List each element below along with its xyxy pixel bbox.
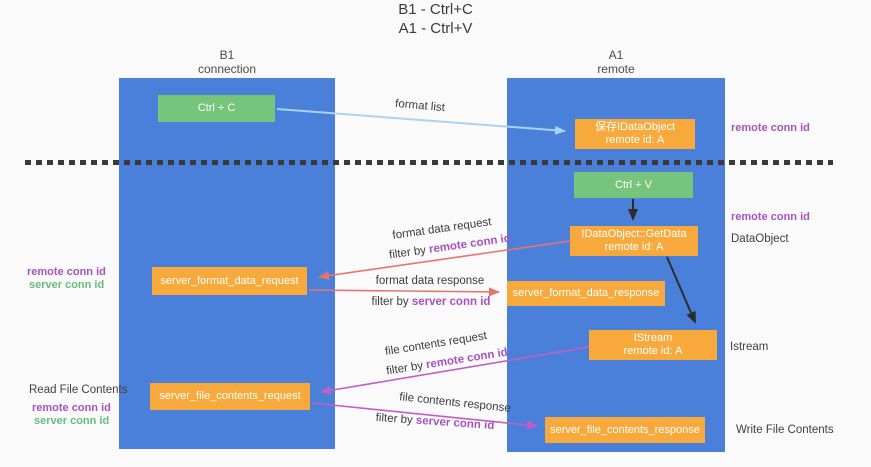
right-remote-conn-id-2: remote conn id	[731, 211, 810, 223]
server-file-contents-response-node: server_file_contents_response	[545, 417, 705, 443]
getdata-line2: remote id: A	[604, 241, 664, 253]
filter-prefix-1: filter by	[388, 243, 430, 262]
diagram-title: B1 - Ctrl+C A1 - Ctrl+V	[0, 0, 871, 38]
istream-side-label: Istream	[730, 341, 769, 353]
ctrl-v-label: Ctrl + V	[615, 178, 652, 191]
save-idataobject-line2: remote id: A	[605, 134, 665, 146]
istream-node: IStream remote id: A	[589, 330, 717, 360]
save-idataobject-line1: 保存IDataObject	[594, 121, 676, 133]
filter-by-server-conn-id-label-2: filter by server conn id	[370, 411, 501, 432]
left-remote-conn-id-1: remote conn id	[27, 266, 106, 278]
read-file-contents-label: Read File Contents	[29, 384, 128, 396]
filter-prefix-4: filter by	[375, 411, 417, 427]
filter-highlight-3: remote conn id	[425, 346, 509, 372]
left-server-conn-id-1: server conn id	[29, 279, 105, 291]
left-remote-conn-id-2: remote conn id	[32, 402, 111, 414]
title-line-b1: B1 - Ctrl+C	[398, 1, 473, 18]
server-format-data-request-node: server_format_data_request	[152, 267, 307, 295]
right-remote-conn-id-1: remote conn id	[731, 122, 810, 134]
getdata-node: IDataObject::GetData remote id: A	[570, 226, 698, 256]
server-format-data-response-node: server_format_data_response	[507, 281, 665, 306]
left-column-subtitle: connection	[197, 62, 257, 76]
format-data-response-arrow	[308, 287, 500, 297]
server-format-data-request-label: server_format_data_request	[160, 274, 299, 287]
write-file-contents-label: Write File Contents	[736, 424, 834, 436]
dataobject-label: DataObject	[731, 233, 789, 245]
ctrl-c-node: Ctrl + C	[158, 95, 275, 122]
left-server-conn-id-2: server conn id	[34, 415, 110, 427]
getdata-line1: IDataObject::GetData	[581, 228, 687, 240]
filter-highlight-1: remote conn id	[428, 232, 512, 256]
save-idataobject-node: 保存IDataObject remote id: A	[575, 119, 695, 149]
server-file-contents-request-node: server_file_contents_request	[150, 383, 310, 410]
file-contents-response-label: file contents response	[398, 391, 512, 415]
filter-highlight-2: server conn id	[411, 296, 491, 308]
istream-line1: IStream	[633, 332, 673, 344]
server-file-contents-request-label: server_file_contents_request	[159, 390, 301, 402]
right-column-name: A1	[608, 48, 624, 62]
ctrl-v-node: Ctrl + V	[574, 172, 693, 198]
title-line-a1: A1 - Ctrl+V	[398, 20, 473, 37]
istream-line2: remote id: A	[623, 345, 683, 357]
machine-separator-dashed-line	[25, 160, 833, 165]
filter-by-server-conn-id-label-1: filter by server conn id	[366, 296, 496, 308]
right-column-subtitle: remote	[597, 62, 635, 76]
filter-highlight-4: server conn id	[415, 414, 495, 433]
filter-prefix-2: filter by	[371, 296, 412, 308]
format-data-response-label: format data response	[375, 275, 485, 287]
right-column-header: A1 remote	[507, 48, 725, 76]
left-column-header: B1 connection	[119, 48, 335, 76]
ctrl-c-label: Ctrl + C	[197, 102, 236, 114]
server-file-contents-response-label: server_file_contents_response	[550, 423, 700, 436]
format-list-label: format list	[394, 97, 446, 115]
filter-prefix-3: filter by	[385, 359, 428, 378]
server-format-data-response-label: server_format_data_response	[512, 287, 660, 299]
left-column-name: B1	[219, 48, 235, 62]
